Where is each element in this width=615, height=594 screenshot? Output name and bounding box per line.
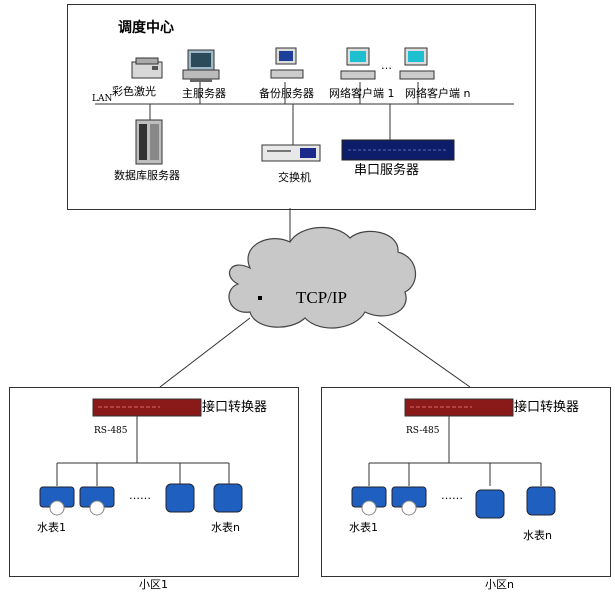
color-laser-label: 彩色激光: [112, 85, 156, 98]
main-server-icon: [182, 49, 220, 82]
district-1-converter-icon: [92, 398, 202, 417]
tcp-ip-label: TCP/IP: [296, 288, 348, 307]
district-n-meter-first-label: 水表1: [349, 521, 378, 534]
dispatch-center-title: 调度中心: [118, 20, 174, 36]
client-n-label: 网络客户端 n: [405, 87, 471, 100]
cloud-districtn-link: [377, 321, 471, 388]
cloud-dot: [258, 296, 262, 300]
district-n-converter-label: 接口转换器: [514, 400, 580, 415]
district-1-dots: ……: [129, 489, 151, 502]
client-dots: …: [381, 59, 392, 72]
dispatch-center-frame: [67, 4, 536, 210]
district-1-meter-first-label: 水表1: [37, 521, 66, 534]
client-n-icon: [399, 47, 435, 80]
switch-label: 交换机: [278, 171, 311, 184]
serial-server-label: 串口服务器: [354, 163, 420, 178]
district-1-name: 小区1: [139, 578, 168, 591]
district-n-meter-last-label: 水表n: [523, 529, 552, 542]
tcp-ip-cloud: [228, 226, 417, 329]
database-server-label: 数据库服务器: [114, 169, 180, 182]
main-server-label: 主服务器: [182, 87, 226, 100]
district-1-meter-last-label: 水表n: [211, 521, 240, 534]
switch-icon: [261, 144, 321, 162]
district-n-converter-icon: [404, 398, 514, 417]
client-1-icon: [340, 47, 376, 80]
lan-label: LAN: [92, 94, 113, 104]
backup-server-icon: [270, 47, 304, 79]
client-1-label: 网络客户端 1: [329, 87, 395, 100]
cloud-district1-link: [159, 317, 251, 388]
serial-server-icon: [341, 139, 455, 161]
database-server-icon: [135, 119, 163, 165]
district-n-name: 小区n: [485, 578, 514, 591]
color-laser-printer-icon: [131, 57, 163, 79]
district-1-meter-icons: [39, 483, 243, 516]
district-n-meter-icons: [351, 486, 556, 519]
backup-server-label: 备份服务器: [259, 87, 314, 100]
district-n-dots: ……: [441, 489, 463, 502]
district-1-rs485-label: RS-485: [94, 426, 128, 436]
district-1-converter-label: 接口转换器: [202, 400, 268, 415]
district-n-rs485-label: RS-485: [406, 426, 440, 436]
